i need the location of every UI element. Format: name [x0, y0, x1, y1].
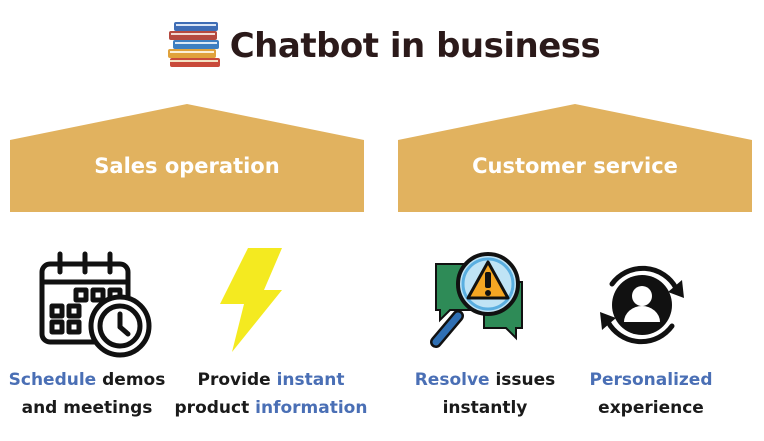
- title-area: Chatbot in business: [0, 18, 764, 74]
- section-label-customer: Customer service: [472, 154, 678, 178]
- caption-line: Resolve issues: [398, 366, 572, 394]
- highlight-text: information: [255, 398, 368, 418]
- caption-line: and meetings: [21, 398, 153, 418]
- highlight-text: instant: [276, 370, 345, 390]
- lightning-bolt-icon: [214, 246, 286, 359]
- caption-line: Provide instant: [174, 366, 368, 394]
- caption-text: demos: [96, 370, 166, 390]
- caption-text: product: [174, 398, 256, 418]
- books-icon: [164, 18, 224, 75]
- highlight-text: Personalized: [589, 370, 713, 390]
- caption-provide: Provide instant product information: [174, 366, 368, 422]
- caption-text: Provide: [197, 370, 277, 390]
- magnifier-warning-icon: [428, 250, 528, 355]
- caption-schedule: Schedule demos and meetings: [0, 366, 174, 422]
- caption-line: instantly: [442, 398, 528, 418]
- caption-line: Personalized: [562, 366, 740, 394]
- caption-personalized: Personalized experience: [562, 366, 740, 422]
- user-refresh-icon: [590, 258, 694, 357]
- section-label-sales: Sales operation: [94, 154, 280, 178]
- caption-line: experience: [598, 398, 704, 418]
- caption-text: issues: [489, 370, 556, 390]
- highlight-text: Resolve: [414, 370, 490, 390]
- roof-sales-operation: Sales operation: [10, 104, 364, 212]
- calendar-clock-icon: [38, 250, 154, 363]
- caption-line: product information: [174, 394, 368, 422]
- caption-resolve: Resolve issues instantly: [398, 366, 572, 422]
- highlight-text: Schedule: [8, 370, 97, 390]
- roof-customer-service: Customer service: [398, 104, 752, 212]
- caption-line: Schedule demos: [0, 366, 174, 394]
- page-title: Chatbot in business: [229, 26, 601, 66]
